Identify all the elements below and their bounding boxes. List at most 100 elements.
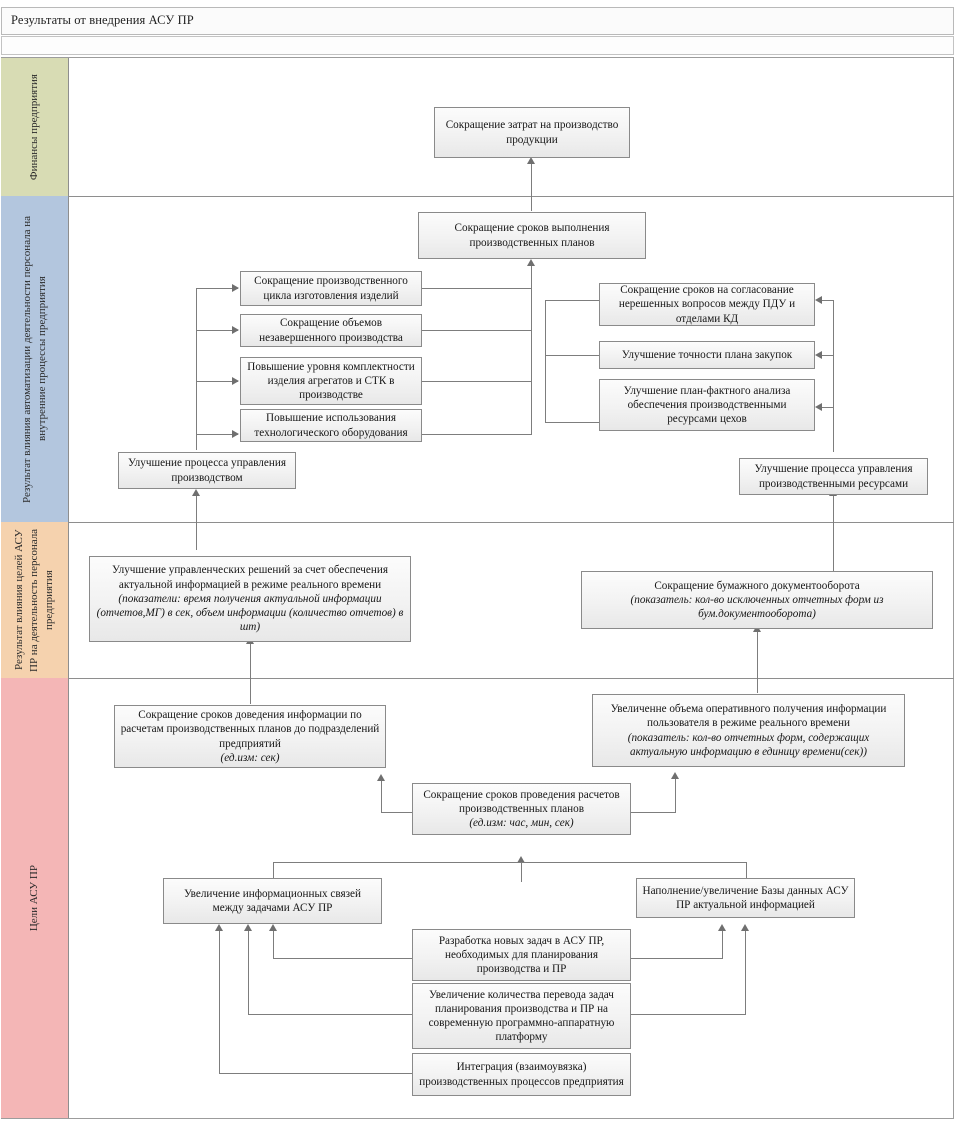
box-info-links-label: Увеличение информационных связей между з… [183, 887, 361, 914]
box-operative-info[interactable]: Увеличенне объема оперативного получения… [592, 694, 905, 767]
connector-plan-terms-to-cost [531, 163, 532, 211]
connector-infodelivery-riser [381, 780, 382, 813]
box-prod-management-label: Улучшение процесса управления производст… [128, 457, 286, 484]
connector-resmgmt-to-purchase [822, 355, 834, 356]
box-paper-flow[interactable]: Сокращение бумажного документооборота (п… [581, 571, 933, 629]
box-calc-terms[interactable]: Сокращение сроков проведения расчетов пр… [412, 783, 631, 835]
box-equipment-use-label: Повышение использования технологического… [254, 412, 408, 439]
connector-prodmgmt-riser [196, 288, 197, 434]
box-mgmt-decisions[interactable]: Улучшение управленческих решений за счет… [89, 556, 411, 642]
connector-wip-out [421, 330, 532, 331]
connector-prodmgmt-to-completeness [196, 381, 238, 382]
connector-migration-right-riser [745, 930, 746, 1015]
connector-newtasks-left [273, 958, 413, 959]
connector-migration-left-riser [248, 930, 249, 1015]
arrowhead-equipment [232, 429, 239, 438]
connector-to-planfact [545, 422, 600, 423]
box-database-fill[interactable]: Наполнение/увеличение Базы данных АСУ ПР… [636, 878, 855, 918]
box-paper-flow-label: Сокращение бумажного документооборота [654, 579, 860, 592]
box-info-links[interactable]: Увеличение информационных связей между з… [163, 878, 382, 924]
box-new-tasks-label: Разработка новых задач в АСУ ПР, необход… [438, 934, 605, 976]
connector-newtasks-left-riser [273, 930, 274, 959]
connector-infolinks-riser [273, 862, 274, 878]
connector-trunk-left-to-plan-terms [531, 265, 532, 435]
box-info-delivery[interactable]: Сокращение сроков доведения информации п… [114, 705, 386, 768]
band-label-internal-processes: Результат влияния автоматизации деятельн… [1, 196, 69, 522]
connector-integration-riser [219, 930, 220, 1074]
arrowhead-database-a [718, 924, 726, 931]
box-purchase-plan-label: Улучшение точности плана закупок [621, 348, 793, 361]
box-calc-terms-indicator: (ед.изм: час, мин, сек) [469, 817, 574, 830]
connector-to-approval [545, 300, 600, 301]
box-equipment-use[interactable]: Повышение использования технологического… [240, 409, 422, 442]
connector-completeness-out [421, 381, 532, 382]
connector-migration-right [630, 1014, 745, 1015]
arrowhead-operative-info [671, 772, 679, 779]
box-approval-terms[interactable]: Сокращение сроков на согласование нереше… [599, 283, 815, 326]
box-prod-cycle-label: Сокращение производственного цикла изгот… [254, 275, 408, 302]
connector-prodmgmt-to-wip [196, 330, 238, 331]
arrowhead-cost-reduction [527, 157, 535, 164]
connector-newtasks-right [630, 958, 722, 959]
band-label-goals-text: Цели АСУ ПР [28, 864, 40, 932]
arrowhead-info-links-b [244, 924, 252, 931]
band-label-internal-processes-text: Результат влияния автоматизации деятельн… [20, 215, 48, 503]
band-separator-3 [1, 678, 954, 679]
connector-operative-riser [675, 778, 676, 813]
box-operative-info-indicator: (показатель: кол-во отчетных форм, содер… [627, 731, 870, 758]
band-separator-2 [1, 522, 954, 523]
box-plan-terms[interactable]: Сокращение сроков выполнения производств… [418, 212, 646, 259]
connector-infodelivery-to-mgmt [250, 643, 251, 704]
band-label-goals: Цели АСУ ПР [1, 678, 69, 1118]
connector-resmgmt-to-approval [822, 300, 834, 301]
arrowhead-completeness [232, 376, 239, 385]
band-label-staff-activity-text: Результат влияния целей АСУ ПР на деятел… [13, 528, 55, 672]
arrowhead-purchase [815, 350, 822, 359]
connector-resmgmt-riser [833, 300, 834, 452]
connector-migration-left [248, 1014, 413, 1015]
connector-calcterms-to-infodelivery [381, 812, 413, 813]
box-cost-reduction[interactable]: Сокращение затрат на производство продук… [434, 107, 630, 158]
band-label-staff-activity: Результат влияния целей АСУ ПР на деятел… [1, 522, 69, 678]
connector-resmgmt-to-planfact [822, 407, 834, 408]
box-info-delivery-label: Сокращение сроков доведения информации п… [120, 709, 380, 750]
connector-prod-cycle-out [421, 288, 532, 289]
box-completeness-label: Повышение уровня комплектности изделия а… [247, 360, 415, 402]
connector-equipment-out [421, 434, 532, 435]
connector-calcterms-stem [521, 862, 522, 882]
box-task-migration[interactable]: Увеличение количества перевода задач пла… [412, 983, 631, 1049]
box-approval-terms-label: Сокращение сроков на согласование нереше… [618, 284, 796, 325]
box-prod-cycle[interactable]: Сокращение производственного цикла изгот… [240, 271, 422, 306]
box-wip-volume[interactable]: Сокращение объемов незавершенного произв… [240, 314, 422, 347]
document-title-bar: Результаты от внедрения АСУ ПР [1, 7, 954, 35]
box-cost-reduction-label: Сокращение затрат на производство продук… [445, 119, 619, 146]
box-paper-flow-indicator: (показатель: кол-во исключенных отчетных… [630, 593, 884, 621]
connector-integration-left [219, 1073, 413, 1074]
box-completeness[interactable]: Повышение уровня комплектности изделия а… [240, 357, 422, 405]
box-new-tasks[interactable]: Разработка новых задач в АСУ ПР, необход… [412, 929, 631, 981]
arrowhead-database-b [741, 924, 749, 931]
connector-prodmgmt-to-prodcycle [196, 288, 238, 289]
box-task-migration-label: Увеличение количества перевода задач пла… [428, 988, 615, 1044]
box-purchase-plan[interactable]: Улучшение точности плана закупок [599, 341, 815, 369]
arrowhead-approval [815, 295, 822, 304]
connector-to-purchase [545, 355, 600, 356]
box-integration[interactable]: Интеграция (взаимоувязка) производственн… [412, 1053, 631, 1096]
arrowhead-prod-management [192, 489, 200, 496]
document-subbar [1, 36, 954, 55]
arrowhead-wip [232, 325, 239, 334]
box-mgmt-decisions-indicator: (показатели: время получения актуальной … [96, 592, 404, 634]
page-title: Результаты от внедрения АСУ ПР [11, 13, 194, 27]
box-plan-fact[interactable]: Улучшение план-фактного анализа обеспече… [599, 379, 815, 431]
connector-calcterms-to-operative [630, 812, 675, 813]
box-resource-management[interactable]: Улучшение процесса управления производст… [739, 458, 928, 495]
arrowhead-info-links-c [215, 924, 223, 931]
arrowhead-calc-terms [517, 856, 525, 863]
box-database-fill-label: Наполнение/увеличение Базы данных АСУ ПР… [642, 884, 849, 911]
connector-database-riser [746, 862, 747, 878]
box-prod-management[interactable]: Улучшение процесса управления производст… [118, 452, 296, 489]
band-separator-1 [1, 196, 954, 197]
box-plan-fact-label: Улучшение план-фактного анализа обеспече… [623, 384, 791, 426]
box-operative-info-label: Увеличенне объема оперативного получения… [610, 703, 887, 730]
